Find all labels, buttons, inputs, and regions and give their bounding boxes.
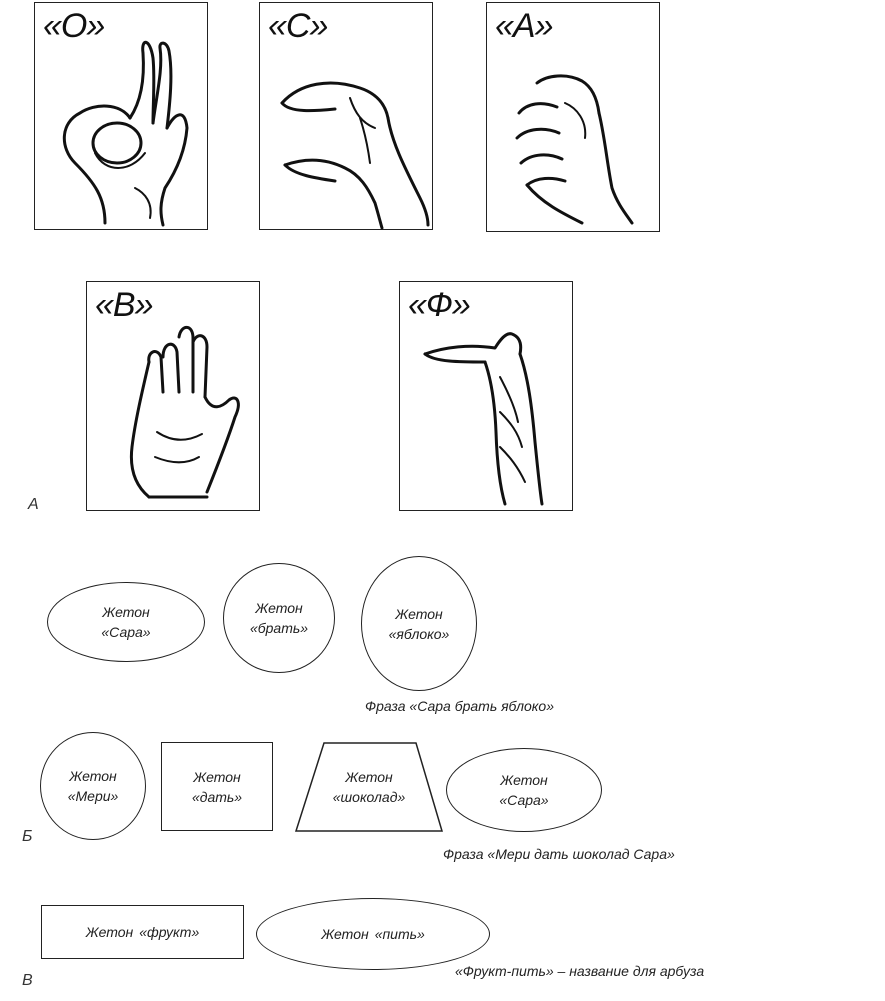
sign-card-f: «Ф» [399, 281, 573, 511]
token-sara: Жетон «Сара» [47, 582, 205, 662]
token-line1: Жетон [85, 924, 134, 940]
token-line2: «брать» [249, 620, 309, 636]
hand-o-icon [62, 40, 189, 227]
token-line2: «дать» [191, 788, 243, 805]
hand-a-icon [515, 74, 634, 225]
token-line2: «фрукт» [139, 924, 200, 940]
token-line2: «Сара» [101, 624, 151, 640]
hand-f-icon [423, 332, 544, 506]
section-label-v: В [22, 972, 33, 989]
hand-v-icon [129, 325, 240, 499]
token-line1: Жетон [500, 772, 548, 788]
token-brat: Жетон «брать» [223, 563, 335, 673]
token-line2: «пить» [374, 926, 425, 942]
phrase-caption-1: Фраза «Сара брать яблоко» [365, 698, 554, 714]
sign-letter: «О» [43, 7, 105, 45]
sign-letter: «Ф» [408, 286, 471, 324]
token-yabloko: Жетон «яблоко» [361, 556, 477, 691]
hand-s-icon [280, 81, 430, 230]
token-line1: Жетон [102, 604, 150, 620]
sign-card-v: «В» [86, 281, 260, 511]
token-line1: Жетон [345, 769, 393, 785]
token-frukt: Жетон «фрукт» [41, 905, 244, 959]
section-label-b: Б [22, 828, 33, 845]
sign-card-o: «О» [34, 2, 208, 230]
token-sara-2: Жетон «Сара» [446, 748, 602, 832]
token-dat: Жетон «дать» [161, 742, 273, 831]
token-line1: Жетон [321, 926, 369, 942]
token-line1: Жетон [69, 768, 117, 784]
sign-letter: «В» [95, 286, 153, 324]
token-line1: Жетон [255, 600, 303, 616]
trapezoid-shape [294, 742, 444, 832]
sign-card-s: «С» [259, 2, 433, 230]
token-shokolad: Жетон «шоколад» [294, 742, 444, 832]
token-pit: Жетон «пить» [256, 898, 490, 970]
token-line2: «шоколад» [332, 789, 406, 805]
sign-card-a: «А» [486, 2, 660, 232]
section-label-a: А [28, 496, 39, 513]
token-line2: «Мери» [67, 788, 119, 804]
phrase-caption-2: Фраза «Мери дать шоколад Сара» [443, 846, 675, 862]
token-line1: Жетон [395, 605, 443, 622]
token-line2: «Сара» [499, 792, 549, 808]
phrase-caption-3: «Фрукт-пить» – название для арбуза [455, 963, 705, 979]
token-line2: «яблоко» [388, 625, 450, 642]
token-line1: Жетон [193, 768, 241, 785]
sign-letter: «С» [268, 7, 328, 45]
token-meri: Жетон «Мери» [40, 732, 146, 840]
sign-letter: «А» [495, 7, 553, 45]
